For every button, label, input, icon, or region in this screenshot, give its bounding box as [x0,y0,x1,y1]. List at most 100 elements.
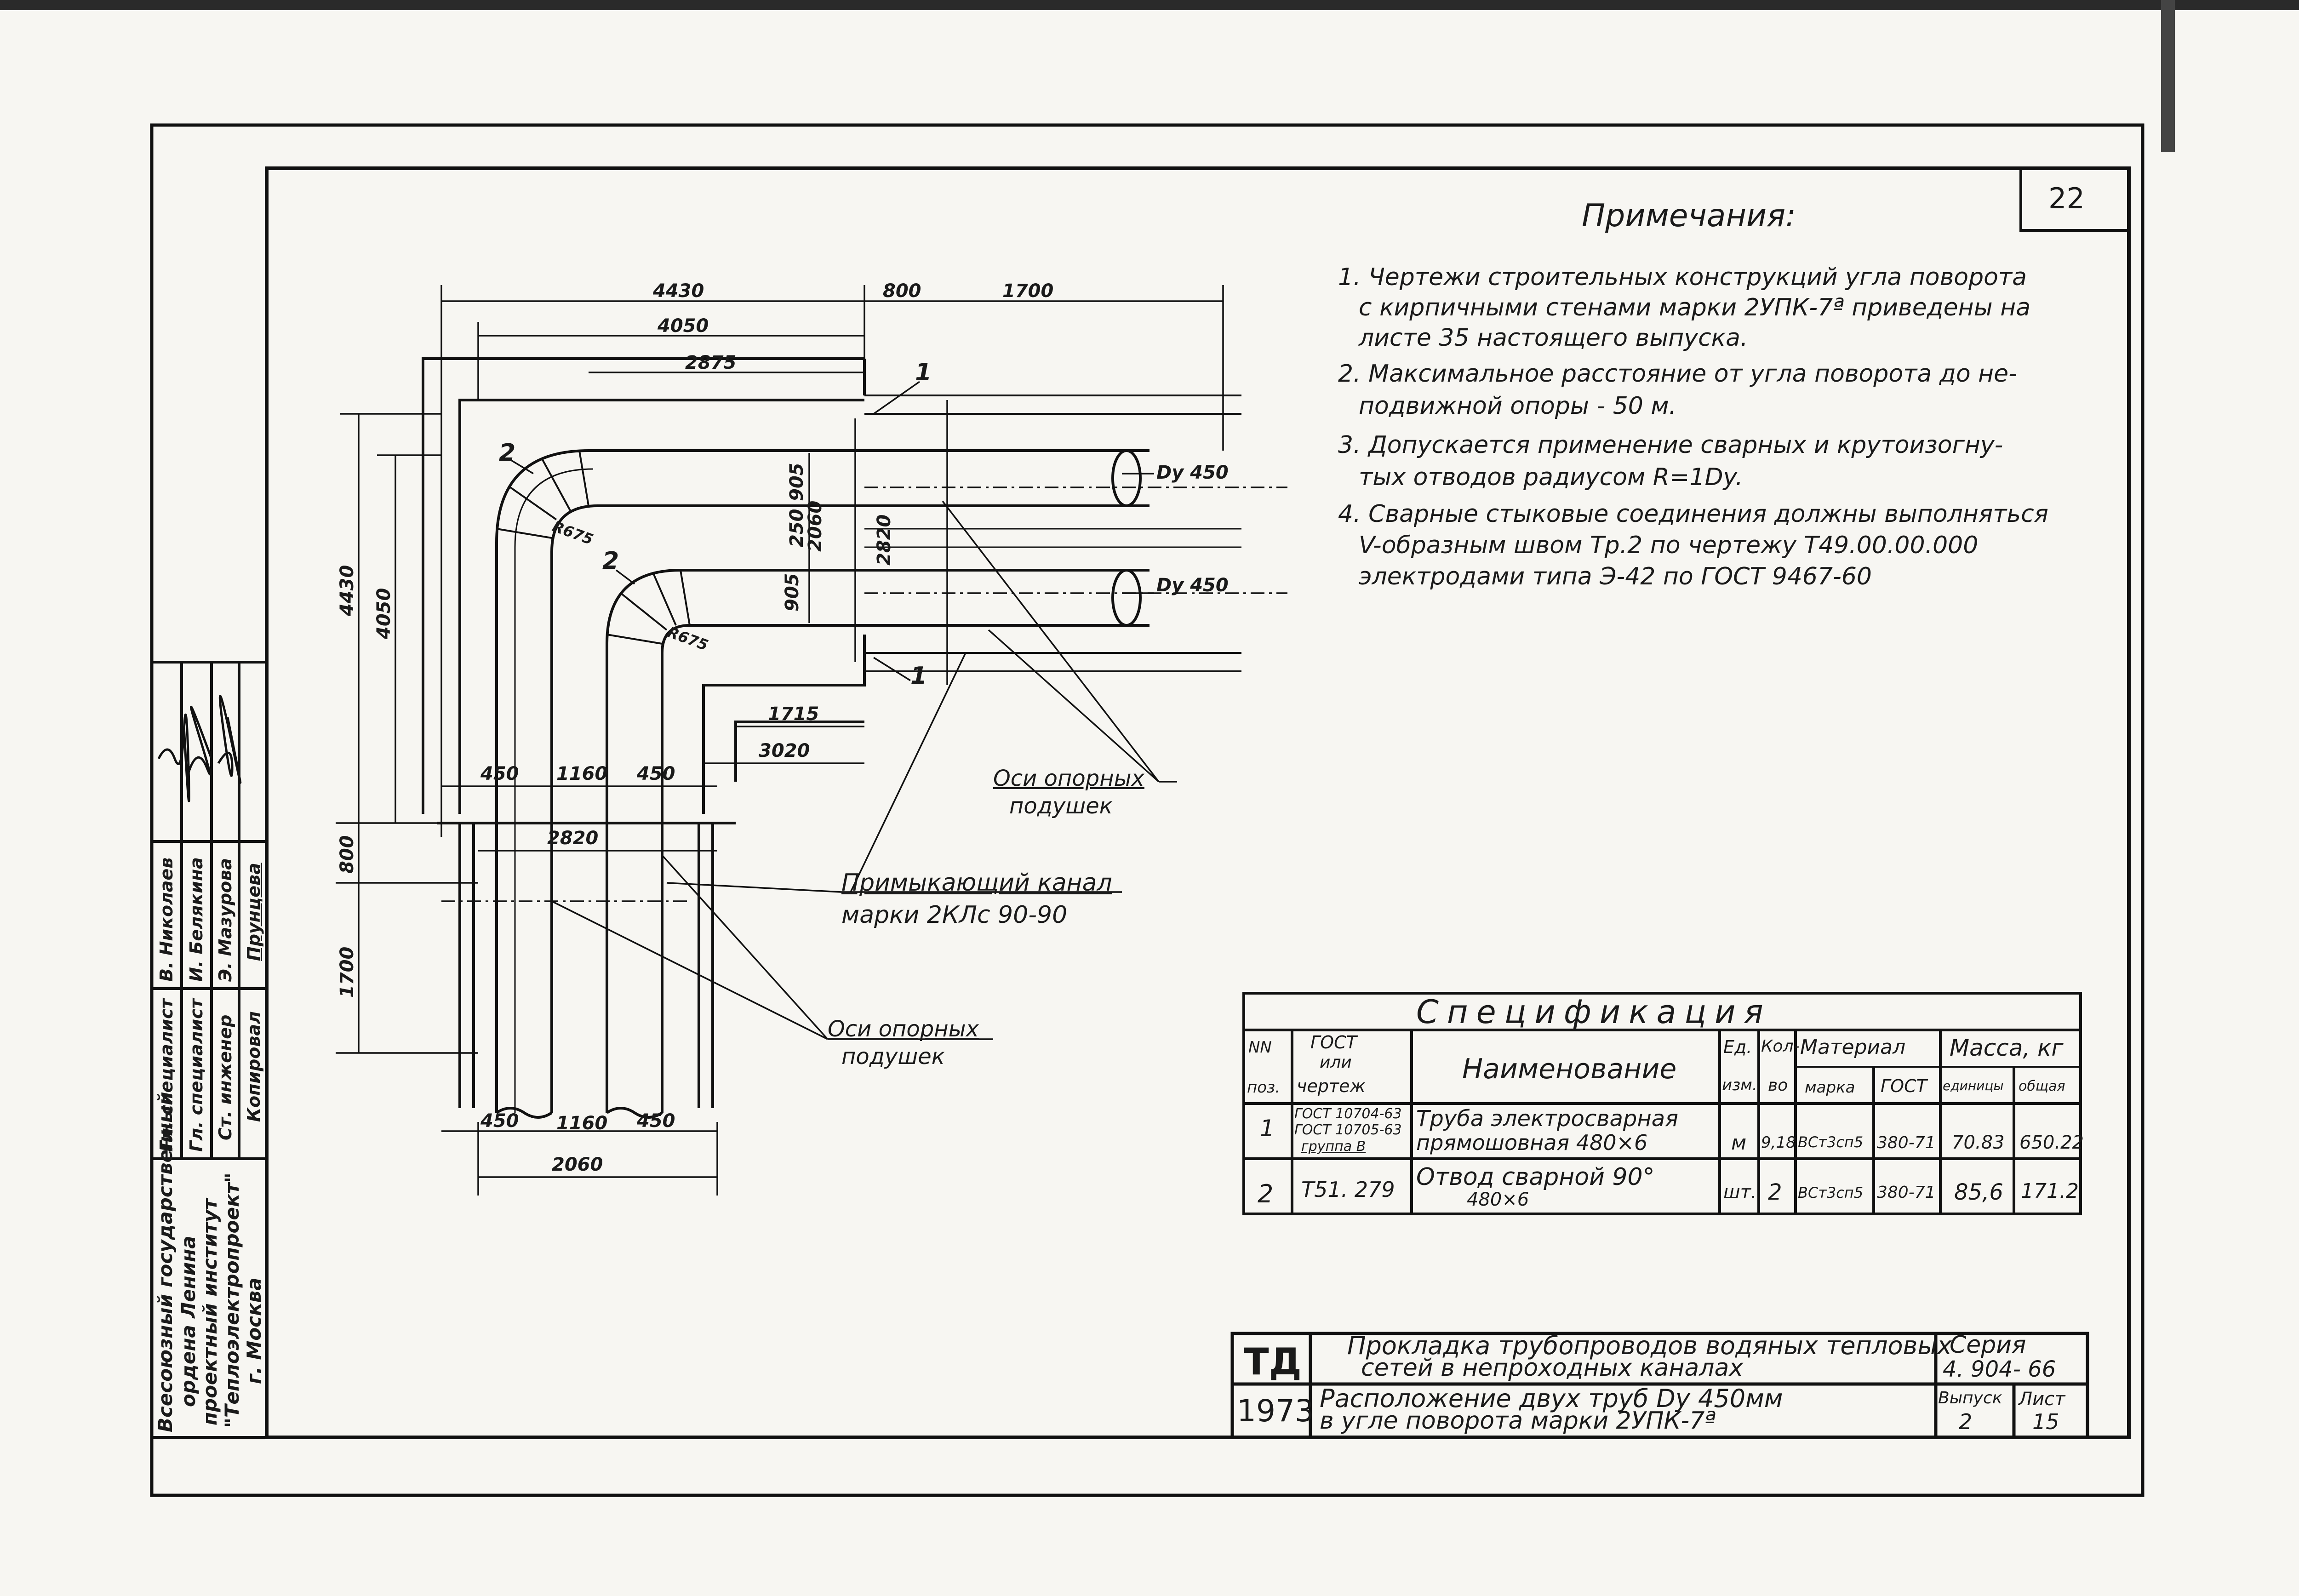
dim-2060-v: 2060 [805,500,826,552]
spec-header-qty-2: во [1768,1076,1788,1095]
spec-row2-pos: 2 [1258,1179,1274,1208]
spec-row2-qty: 2 [1768,1179,1782,1205]
spec-row2-mass-unit: 85,6 [1954,1179,2003,1205]
spec-header-gost-3: чертеж [1297,1076,1366,1096]
label-support-axes-2a: Оси опорных [828,1016,979,1042]
dim-4430-left: 4430 [337,565,358,616]
spec-header-mass-total: общая [2019,1078,2065,1094]
scan-top-edge [0,0,2299,10]
title-block-issue-label: Выпуск [1938,1389,2002,1407]
side-role-4: Копировал [244,1011,264,1122]
dim-4050-left: 4050 [373,588,395,639]
spec-row2-unit: шт. [1723,1182,1757,1203]
dim-1160-b: 1160 [556,1113,608,1134]
position-2-lower: 2 [602,547,619,575]
spec-header-mass-unit: единицы [1943,1078,2004,1093]
side-org-3: проектный институт [199,1198,221,1426]
label-support-axes-2b: подушек [841,1044,945,1070]
dim-2875: 2875 [685,352,737,373]
label-support-axes-1b: подушек [1009,793,1113,819]
page-number: 22 [2048,182,2085,215]
spec-row2-gost: Т51. 279 [1301,1177,1395,1202]
dim-450-d: 450 [637,1110,675,1132]
dim-905-b: 905 [782,573,803,612]
side-org-4: "Теплоэлектропроект" [221,1173,243,1428]
dim-4430-top: 4430 [653,280,704,302]
spec-header-unit-1: Ед. [1723,1037,1752,1057]
spec-row1-mass-total: 650.22 [2019,1132,2084,1153]
side-name-1: В. Николаев [156,857,177,982]
dim-1700-left: 1700 [337,946,358,998]
note-line-10: электродами типа Э-42 по ГОСТ 9467-60 [1359,563,1872,590]
dim-2060-h: 2060 [552,1154,603,1175]
note-line-3: листе 35 настоящего выпуска. [1359,324,1748,352]
spec-row1-name-2: прямошовная 480×6 [1416,1130,1648,1155]
dim-450-c: 450 [480,1110,519,1132]
spec-row2-name-1: Отвод сварной 90° [1416,1163,1655,1191]
side-org-2: ордена Ленина [177,1236,200,1407]
spec-row1-name-1: Труба электросварная [1416,1106,1679,1132]
spec-table-grid [1242,992,2082,1215]
spec-header-mat-mark: марка [1805,1078,1855,1097]
spec-header-poz: поз. [1247,1078,1280,1097]
outer-frame [150,123,2145,1497]
spec-row2-mat-gost: 380-71 [1877,1183,1936,1202]
label-support-axes-1a: Оси опорных [993,766,1144,791]
title-block-sheet: 15 [2032,1409,2059,1434]
notes-title: Примечания: [1582,198,1796,234]
note-line-7: тых отводов радиусом R=1Dy. [1359,463,1743,491]
dim-800-left: 800 [337,835,358,874]
spec-title: Спецификация [1416,993,1772,1031]
side-role-1: Гл. специалист [156,998,177,1152]
dim-450-b: 450 [637,763,675,784]
spec-row2-mass-total: 171.2 [2021,1179,2079,1203]
title-block-sheet-label: Лист [2019,1389,2065,1410]
position-1-upper: 1 [915,359,932,386]
note-line-5: подвижной опоры - 50 м. [1359,392,1677,420]
dim-4050-top: 4050 [658,315,709,337]
spec-header-gost-1: ГОСТ [1310,1032,1357,1053]
dim-1700-top: 1700 [1002,280,1054,302]
title-block-title-2b: в угле поворота марки 2УПК-7ª [1320,1407,1716,1435]
note-line-8: 4. Сварные стыковые соединения должны вы… [1338,500,2048,528]
title-block-logo: ТД [1244,1340,1302,1383]
side-role-2: Гл. специалист [186,998,206,1152]
spec-row2-mark: ВСт3сп5 [1798,1184,1864,1201]
dim-800: 800 [883,280,921,302]
spec-row1-unit: м [1731,1131,1747,1155]
spec-header-material: Материал [1800,1035,1906,1059]
page-number-box [2019,167,2130,232]
dimension-lines [336,285,1287,1196]
side-name-3: Э. Мазурова [215,858,235,982]
title-block-issue: 2 [1959,1409,1973,1434]
title-block-grid [1230,1332,2089,1439]
side-name-2: И. Белякина [186,857,206,982]
position-1-lower: 1 [910,662,927,690]
pipe-layout [422,357,1241,1119]
label-adjoining-channel-a: Примыкающий канал [841,869,1112,897]
spec-header-unit-2: изм. [1722,1076,1757,1094]
title-block-series-label: Серия [1950,1331,2026,1359]
title-block-title-1a: Прокладка трубопроводов водяных тепловых [1347,1331,1952,1360]
scan-right-mark [2161,0,2175,152]
dim-1160-a: 1160 [556,763,608,784]
spec-header-mass: Масса, кг [1950,1035,2064,1061]
spec-row2-name-2: 480×6 [1467,1189,1529,1210]
label-adjoining-channel-b: марки 2КЛс 90-90 [841,901,1068,929]
note-line-9: V-образным швом Тр.2 по чертежу Т49.00.0… [1359,532,1979,559]
spec-row1-mass-unit: 70.83 [1952,1132,2005,1153]
side-role-3: Ст. инженер [215,1014,235,1140]
signatures [157,695,242,802]
dy-450-upper: Dy 450 [1156,462,1229,483]
note-line-6: 3. Допускается применение сварных и крут… [1338,431,2003,459]
spec-header-qty-1: Кол- [1761,1037,1800,1056]
spec-row1-mark: ВСт3сп5 [1798,1133,1864,1151]
title-block-year: 1973 [1237,1393,1314,1429]
spec-row1-mat-gost: 380-71 [1877,1133,1936,1152]
dim-450-a: 450 [480,763,519,784]
note-line-1: 1. Чертежи строительных конструкций угла… [1338,263,2027,291]
spec-header-nn: NN [1248,1038,1272,1057]
side-org-5: г. Москва [243,1277,265,1384]
title-block-title-2a: Расположение двух труб Dy 450мм [1320,1384,1783,1413]
